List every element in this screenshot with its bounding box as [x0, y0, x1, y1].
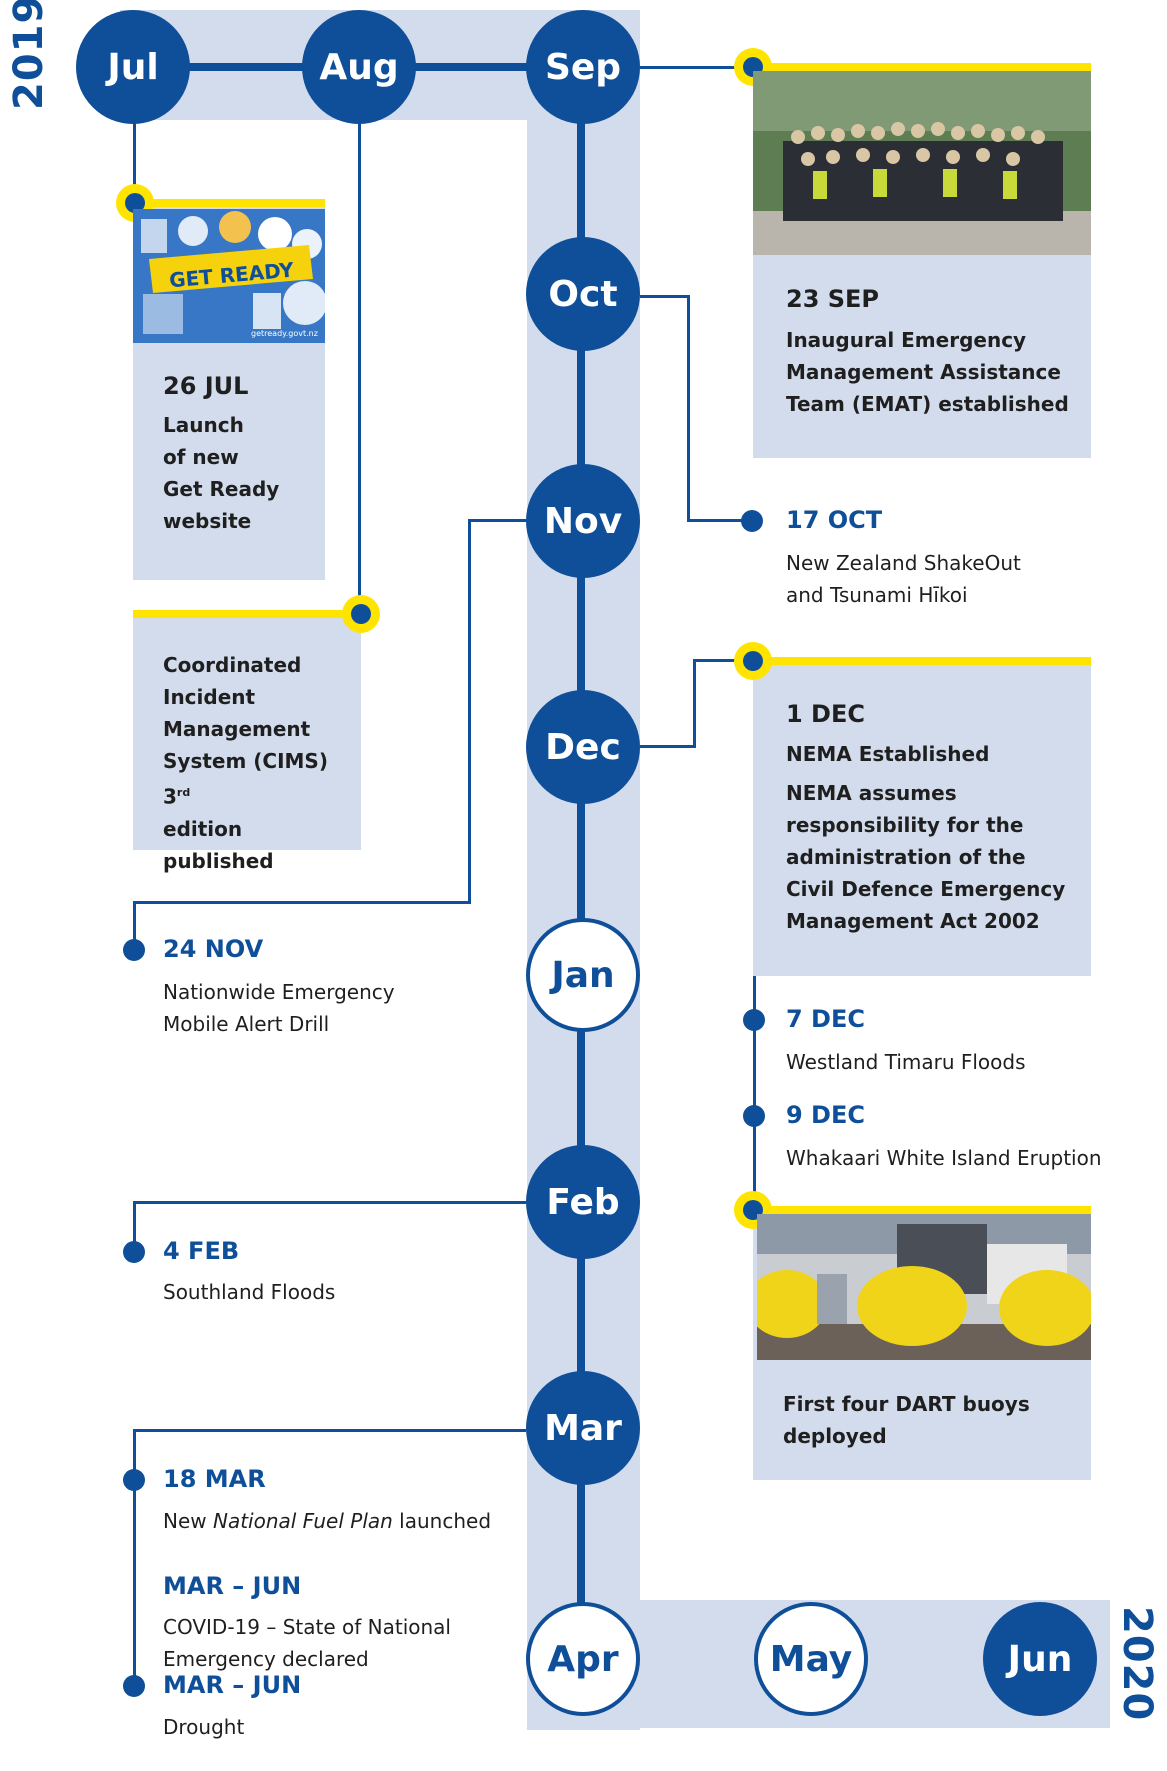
event-desc-jul26: Launch of new Get Ready website	[163, 413, 280, 533]
event-desc-feb4: Southland Floods	[163, 1280, 336, 1304]
connector-feb-v	[133, 1201, 136, 1249]
marker-dec1	[734, 642, 772, 680]
event-desc-oct17: New Zealand ShakeOut and Tsunami Hīkoi	[786, 551, 1021, 607]
connector-sep	[640, 66, 753, 69]
event-date-covid: MAR – JUN	[163, 1572, 302, 1600]
marker-dec7	[743, 1009, 765, 1031]
event-date-dec9: 9 DEC	[786, 1101, 865, 1129]
event-title-dec1: NEMA Established	[786, 742, 990, 766]
card-emat-bar	[753, 63, 1091, 71]
connector-dec-h1	[640, 745, 696, 748]
month-mar: Mar	[526, 1371, 640, 1485]
connector-dec-right-v	[753, 976, 756, 1206]
connector-mar-h	[133, 1429, 526, 1432]
connector-dec-v	[693, 659, 696, 748]
month-feb: Feb	[526, 1145, 640, 1259]
event-desc-dec1: NEMA assumes responsibility for the admi…	[786, 781, 1066, 933]
month-apr: Apr	[526, 1602, 640, 1716]
marker-feb4	[123, 1241, 145, 1263]
card-nema	[753, 662, 1091, 976]
event-desc-sep23: Inaugural Emergency Management Assistanc…	[786, 328, 1069, 416]
connector-jul	[133, 120, 136, 202]
year-start-label: 2019	[6, 0, 52, 110]
month-aug: Aug	[302, 10, 416, 124]
marker-drought	[123, 1675, 145, 1697]
connector-oct-h2	[687, 519, 747, 522]
event-date-dec7: 7 DEC	[786, 1005, 865, 1033]
connector-mar-v	[133, 1429, 136, 1689]
connector-dec-h2	[693, 659, 753, 662]
event-date-nov24: 24 NOV	[163, 935, 264, 963]
month-sep: Sep	[526, 10, 640, 124]
connector-oct-v	[687, 295, 690, 522]
event-desc-drought: Drought	[163, 1715, 245, 1739]
event-date-dec1: 1 DEC	[786, 700, 865, 728]
event-desc-mar18: New National Fuel Plan launched	[163, 1509, 492, 1533]
event-date-feb4: 4 FEB	[163, 1237, 240, 1265]
event-desc-dec7: Westland Timaru Floods	[786, 1050, 1026, 1074]
card-dart-bar	[753, 1206, 1091, 1214]
marker-dec9	[743, 1105, 765, 1127]
marker-mar18	[123, 1469, 145, 1491]
card-cims-bar	[133, 610, 361, 618]
connector-nov-h2	[133, 901, 471, 904]
connector-nov-h1	[468, 519, 526, 522]
event-desc-cims: Coordinated Incident Management System (…	[163, 653, 328, 873]
event-date-sep23: 23 SEP	[786, 285, 880, 313]
event-date-mar18: 18 MAR	[163, 1465, 266, 1493]
month-jun: Jun	[983, 1602, 1097, 1716]
month-nov: Nov	[526, 464, 640, 578]
month-dec: Dec	[526, 690, 640, 804]
get-ready-image-url: getready.govt.nz	[251, 329, 318, 338]
month-may: May	[754, 1602, 868, 1716]
card-get-ready-bar	[133, 199, 325, 207]
event-date-oct17: 17 OCT	[786, 506, 883, 534]
event-date-drought: MAR – JUN	[163, 1671, 302, 1699]
month-oct: Oct	[526, 237, 640, 351]
marker-oct17	[741, 510, 763, 532]
event-desc-covid: COVID-19 – State of National Emergency d…	[163, 1615, 451, 1671]
get-ready-image: GET READY getready.govt.nz	[133, 209, 325, 343]
card-nema-bar	[753, 657, 1091, 665]
month-jul: Jul	[76, 10, 190, 124]
event-desc-dart: First four DART buoys deployed	[783, 1392, 1030, 1448]
year-end-label: 2020	[1114, 1606, 1160, 1722]
event-date-jul26: 26 JUL	[163, 372, 249, 400]
emat-team-photo	[753, 71, 1091, 255]
timeline-line-vertical	[577, 63, 585, 1663]
event-desc-dec9: Whakaari White Island Eruption	[786, 1146, 1102, 1170]
dart-buoys-photo	[757, 1214, 1091, 1360]
marker-nov24	[123, 939, 145, 961]
connector-oct-h1	[640, 295, 689, 298]
connector-feb-h	[133, 1201, 526, 1204]
event-desc-nov24: Nationwide Emergency Mobile Alert Drill	[163, 980, 395, 1036]
connector-nov-v2	[133, 901, 136, 947]
card-cims	[133, 614, 361, 850]
connector-nov-v	[468, 519, 471, 904]
marker-cims	[342, 595, 380, 633]
connector-aug	[358, 120, 361, 608]
month-jan: Jan	[526, 918, 640, 1032]
